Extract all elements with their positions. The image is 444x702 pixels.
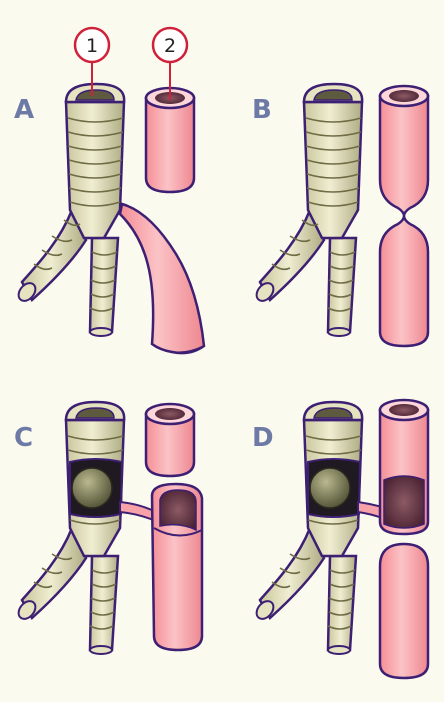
esophagus-upper-pouch-c	[146, 404, 194, 476]
esophagus-lower-d	[380, 544, 428, 678]
esophagus-upper-pouch-a	[146, 88, 194, 192]
callout-1-label: 1	[86, 35, 98, 57]
esophagus-upper-d	[380, 400, 428, 534]
panel-letter-c: C	[14, 423, 33, 453]
esophagus-lower-fistula-a	[120, 204, 204, 353]
esophagus-lower-c	[152, 484, 202, 650]
panel-c: C	[14, 402, 202, 654]
panel-b: B	[252, 84, 428, 346]
panel-d: D	[252, 400, 428, 678]
panel-a: A 1 2	[14, 28, 204, 353]
callout-2-label: 2	[164, 35, 176, 57]
esophagus-stenosis-b	[380, 86, 428, 346]
panel-letter-b: B	[252, 95, 272, 125]
panel-letter-a: A	[14, 95, 34, 125]
panel-letter-d: D	[252, 423, 274, 453]
